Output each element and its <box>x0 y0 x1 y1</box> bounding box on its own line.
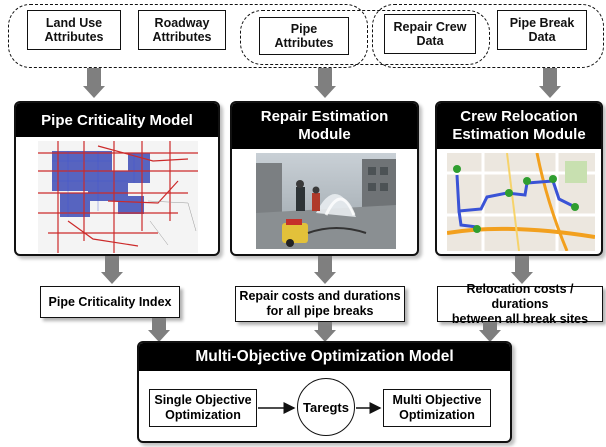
arrow-criticality-to-optimization <box>148 318 170 342</box>
repair-estimation-module: Repair Estimation Module <box>230 101 419 256</box>
land-use-attributes-box: Land Use Attributes <box>27 10 121 50</box>
pipe-criticality-model-title: Pipe Criticality Model <box>16 103 218 137</box>
arrow-to-relocation-costs <box>511 256 533 284</box>
pipe-attributes-box: Pipe Attributes <box>259 17 349 55</box>
repair-site-photo <box>256 153 396 249</box>
single-objective-optimization-box: Single Objective Optimization <box>149 389 257 427</box>
repair-crew-data-box: Repair Crew Data <box>384 14 476 54</box>
arrow-to-repair-costs <box>314 256 336 284</box>
arrow-to-repair-module <box>314 68 336 98</box>
arrow-relocation-to-optimization <box>479 322 501 342</box>
crew-relocation-module-title: Crew Relocation Estimation Module <box>437 103 601 149</box>
pipe-break-data-box: Pipe Break Data <box>497 10 587 50</box>
arrow-to-criticality-model <box>83 68 105 98</box>
repair-costs-box: Repair costs and durations for all pipe … <box>235 286 405 322</box>
relocation-costs-box: Relocation costs / durations between all… <box>437 282 603 326</box>
multi-objective-optimization-box: Multi Objective Optimization <box>383 389 491 427</box>
multi-objective-optimization-model: Multi-Objective Optimization Model Singl… <box>137 341 512 443</box>
flow-arrows <box>258 402 382 414</box>
roadway-attributes-box: Roadway Attributes <box>138 10 226 50</box>
arrow-repair-to-optimization <box>314 322 336 342</box>
targets-label: Taregts <box>303 399 349 415</box>
repair-estimation-module-title: Repair Estimation Module <box>232 103 417 149</box>
pipe-criticality-index-box: Pipe Criticality Index <box>40 286 180 318</box>
optimization-model-title: Multi-Objective Optimization Model <box>139 343 510 371</box>
targets-circle: Taregts <box>297 378 355 436</box>
pipe-network-map-image <box>38 141 198 253</box>
pipe-model-input-group <box>8 4 368 68</box>
arrow-to-criticality-index <box>101 256 123 284</box>
arrow-to-relocation-module <box>539 68 561 98</box>
crew-relocation-estimation-module: Crew Relocation Estimation Module <box>435 101 603 256</box>
relocation-input-group <box>372 4 604 68</box>
route-map-image <box>447 153 595 251</box>
repair-input-group <box>240 10 490 65</box>
pipe-criticality-model: Pipe Criticality Model <box>14 101 220 256</box>
